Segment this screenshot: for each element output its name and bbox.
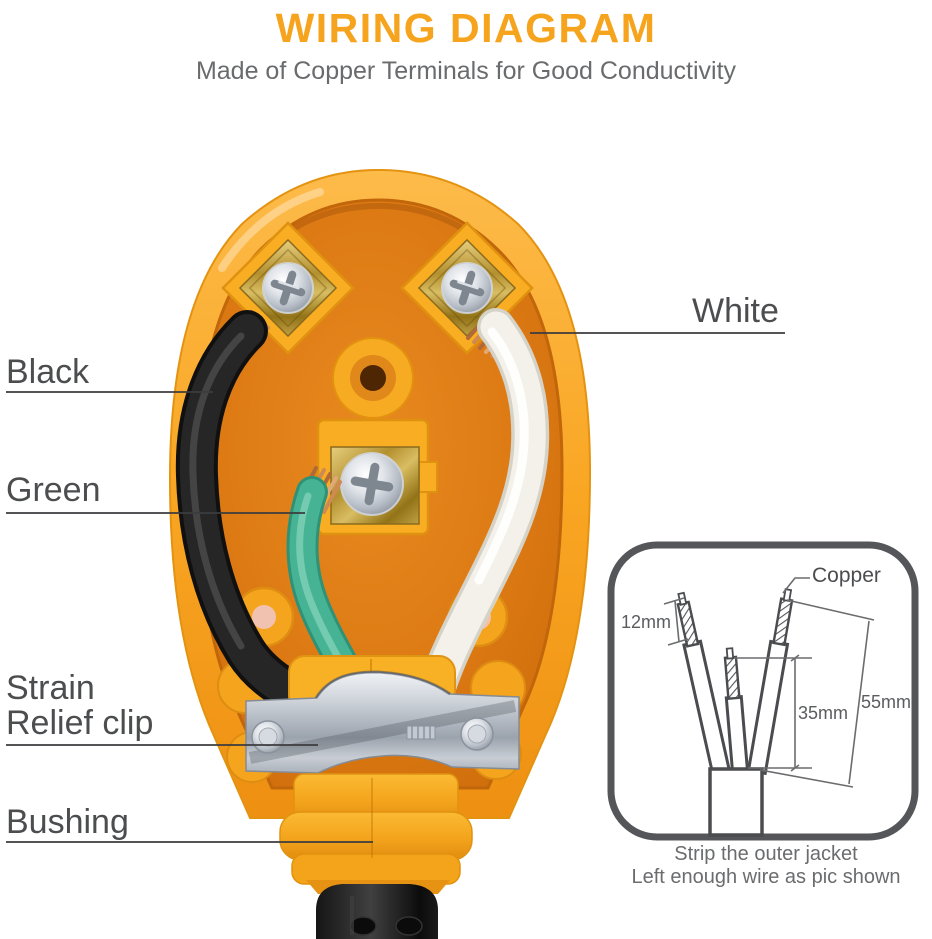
dimension-35mm: 35mm	[798, 703, 849, 723]
dimension-55mm: 55mm	[861, 692, 912, 712]
label-green-wire: Green	[6, 471, 101, 509]
page-title: WIRING DIAGRAM	[275, 5, 657, 51]
inset-caption-line2: Left enough wire as pic shown	[631, 866, 901, 888]
label-copper: Copper	[812, 564, 881, 587]
copper-leader-line	[782, 577, 810, 594]
center-mount-hole	[332, 337, 414, 419]
label-white-wire: White	[692, 292, 779, 330]
leader-lines	[6, 332, 785, 843]
inset-wire-left	[676, 591, 732, 776]
dim-35mm-lines	[734, 654, 812, 772]
bushing	[279, 773, 473, 894]
strain-relief-clamp	[245, 670, 520, 774]
power-cable	[316, 884, 438, 939]
label-strain-relief-clip: Strain Relief clip	[6, 671, 153, 741]
clamp-bolt-right	[460, 717, 494, 751]
label-black-wire: Black	[6, 353, 90, 391]
inset-caption-line1: Strip the outer jacket	[674, 843, 858, 865]
clamp-bolt-left	[251, 720, 285, 754]
inset-wire-middle	[723, 647, 750, 775]
label-strain-line2: Relief clip	[6, 704, 154, 742]
label-strain-line1: Strain	[6, 669, 95, 707]
inset-dimension-lines	[663, 577, 875, 788]
page-subtitle: Made of Copper Terminals for Good Conduc…	[195, 57, 737, 85]
dimension-12mm: 12mm	[621, 612, 672, 632]
inset-wire-right	[746, 588, 794, 776]
strip-guide-inset	[607, 541, 919, 841]
inset-cable-jacket	[708, 767, 764, 837]
dim-55mm-lines	[759, 599, 875, 788]
plug-illustration	[168, 168, 592, 939]
dim-12mm-lines	[663, 597, 689, 646]
label-bushing: Bushing	[6, 803, 129, 841]
white-wire	[411, 308, 550, 731]
